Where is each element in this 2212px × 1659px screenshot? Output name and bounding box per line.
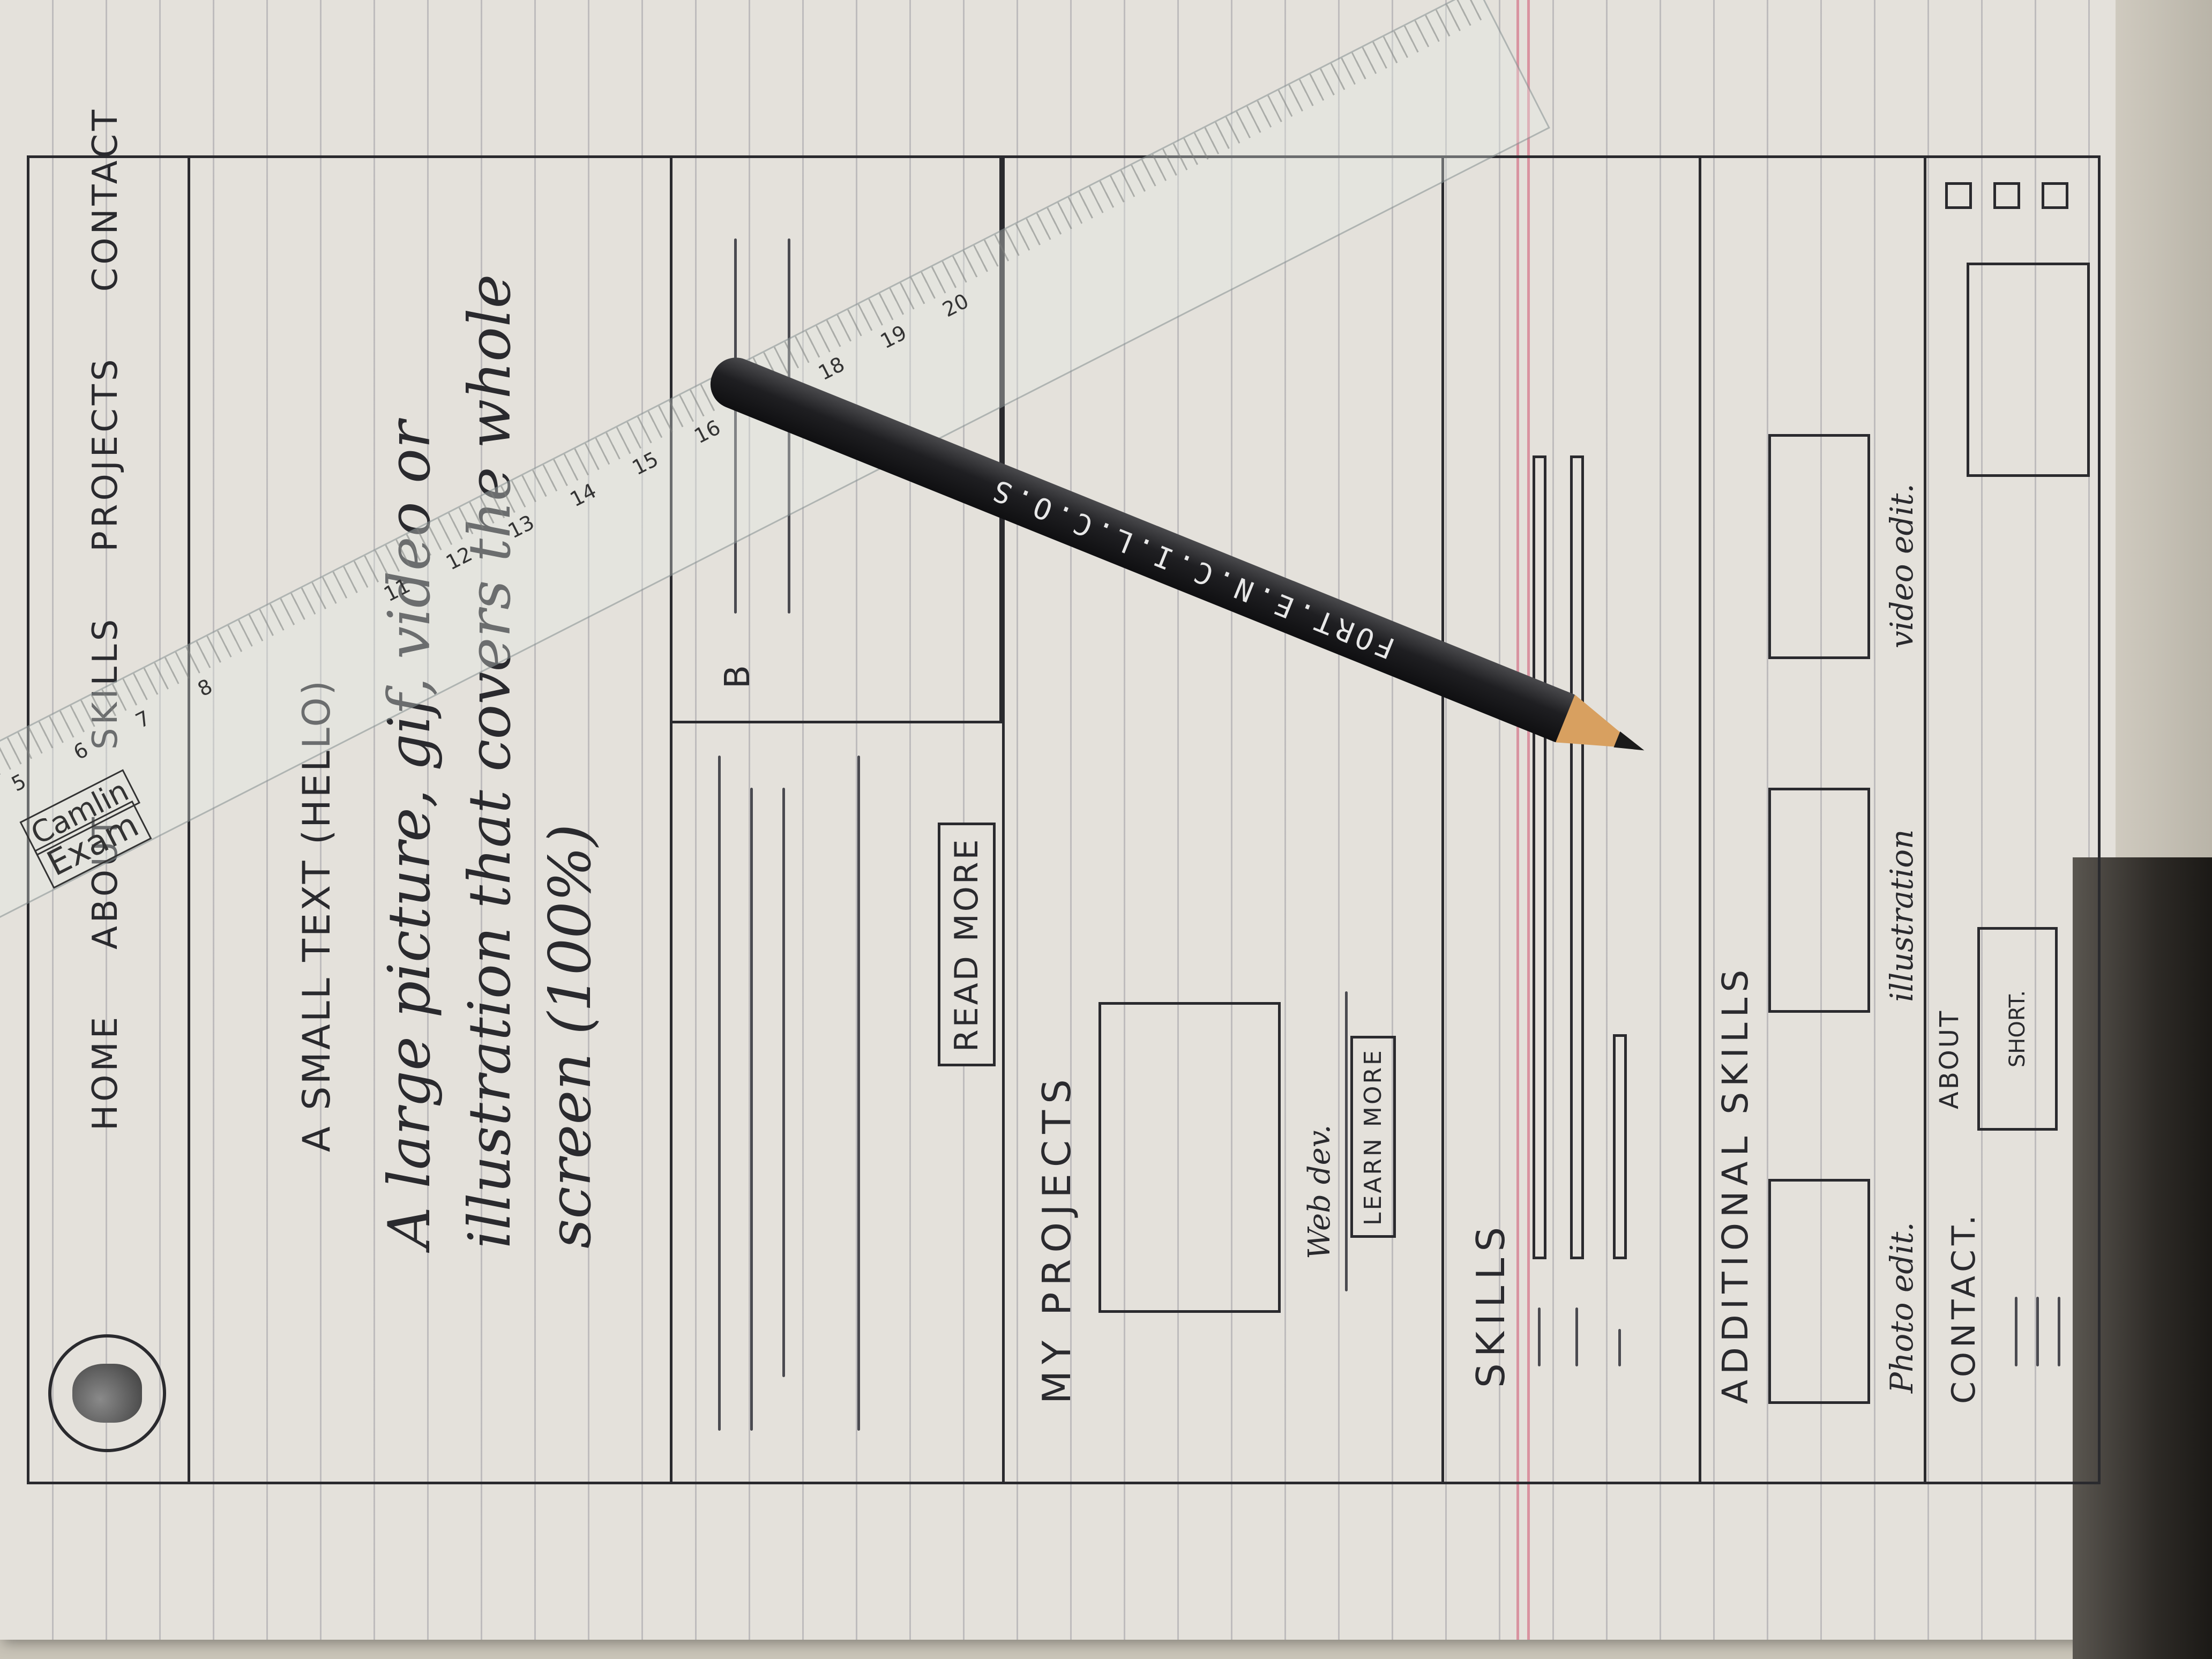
additional-skills-section: ADDITIONAL SKILLS Photo edit. illustrati…: [1699, 155, 1926, 1484]
text-line: [857, 756, 860, 1431]
text-line: [718, 756, 721, 1431]
contact-line: [2015, 1297, 2017, 1366]
about-image-letter: B: [718, 665, 758, 689]
skill-bar: [1613, 1034, 1627, 1259]
social-icon[interactable]: [1945, 182, 1972, 209]
logo-avatar[interactable]: [48, 1334, 166, 1452]
project-thumbnail[interactable]: [1098, 1002, 1281, 1313]
background-table: [2116, 0, 2212, 857]
skill-bar: [1533, 455, 1546, 1259]
contact-section: CONTACT. ABOUT SHORT.: [1924, 155, 2101, 1484]
learn-more-button[interactable]: LEARN MORE: [1350, 1036, 1396, 1238]
skills-section: SKILLS: [1441, 155, 1701, 1484]
social-icon[interactable]: [2042, 182, 2068, 209]
skill-label-line: [1618, 1329, 1621, 1366]
additional-skills-title: ADDITIONAL SKILLS: [1715, 964, 1756, 1404]
additional-skill-label: Photo edit.: [1884, 1222, 1920, 1393]
contact-line: [2058, 1297, 2060, 1366]
project-label: Web dev.: [1302, 1124, 1337, 1259]
contact-about-title: ABOUT: [1934, 1008, 1964, 1109]
contact-image-placeholder: [1967, 263, 2090, 477]
projects-title: MY PROJECTS: [1034, 1073, 1079, 1404]
background-shadow: [2073, 857, 2212, 1659]
skill-bar: [1570, 455, 1584, 1259]
contact-about-box: SHORT.: [1977, 927, 2058, 1131]
skill-label-line: [1538, 1307, 1541, 1366]
contact-line: [2036, 1297, 2039, 1366]
skill-label-line: [1575, 1307, 1578, 1366]
text-line: [1345, 991, 1348, 1291]
social-icon[interactable]: [1993, 182, 2020, 209]
face-icon: [72, 1364, 142, 1423]
read-more-button[interactable]: READ MORE: [938, 823, 996, 1066]
photo-edit-thumbnail[interactable]: [1768, 1179, 1870, 1404]
nav-contact[interactable]: CONTACT: [86, 106, 125, 292]
video-edit-thumbnail[interactable]: [1768, 434, 1870, 659]
nav-bar: HOME ABOUT SKILLS PROJECTS CONTACT: [86, 107, 125, 1131]
text-line: [782, 788, 785, 1377]
illustration-thumbnail[interactable]: [1768, 788, 1870, 1013]
hero-section: A SMALL TEXT (HELLO) A large picture, gi…: [188, 155, 672, 1484]
text-line: [750, 788, 753, 1431]
nav-projects[interactable]: PROJECTS: [86, 356, 125, 552]
margin-line: [1516, 0, 1519, 1640]
additional-skill-label: video edit.: [1884, 483, 1920, 648]
contact-title: CONTACT.: [1945, 1210, 1983, 1404]
nav-home[interactable]: HOME: [86, 1013, 125, 1131]
skills-title: SKILLS: [1468, 1220, 1513, 1388]
margin-line: [1527, 0, 1530, 1640]
additional-skill-label: illustration: [1884, 829, 1920, 1002]
